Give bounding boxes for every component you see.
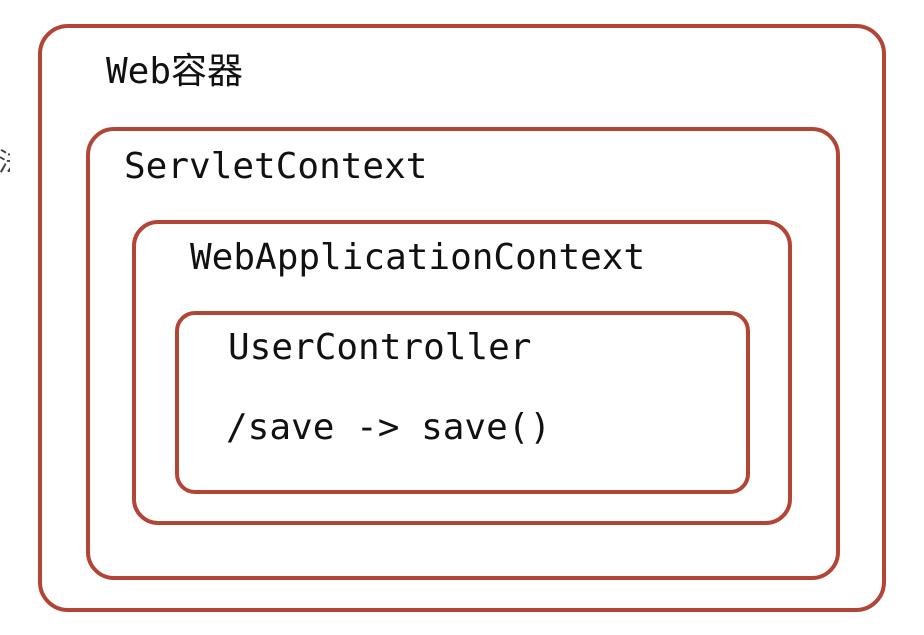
user-controller-box bbox=[175, 311, 750, 494]
web-container-label: Web容器 bbox=[106, 51, 244, 92]
web-application-context-box bbox=[132, 220, 792, 525]
web-container-box bbox=[38, 24, 886, 612]
request-mapping-label: /save -> save() bbox=[226, 407, 552, 448]
servlet-context-label: ServletContext bbox=[124, 146, 428, 187]
servlet-context-box bbox=[86, 127, 840, 580]
web-application-context-label: WebApplicationContext bbox=[190, 237, 646, 278]
clipped-edge-text: 法 bbox=[0, 148, 10, 178]
user-controller-label: UserController bbox=[228, 327, 532, 368]
